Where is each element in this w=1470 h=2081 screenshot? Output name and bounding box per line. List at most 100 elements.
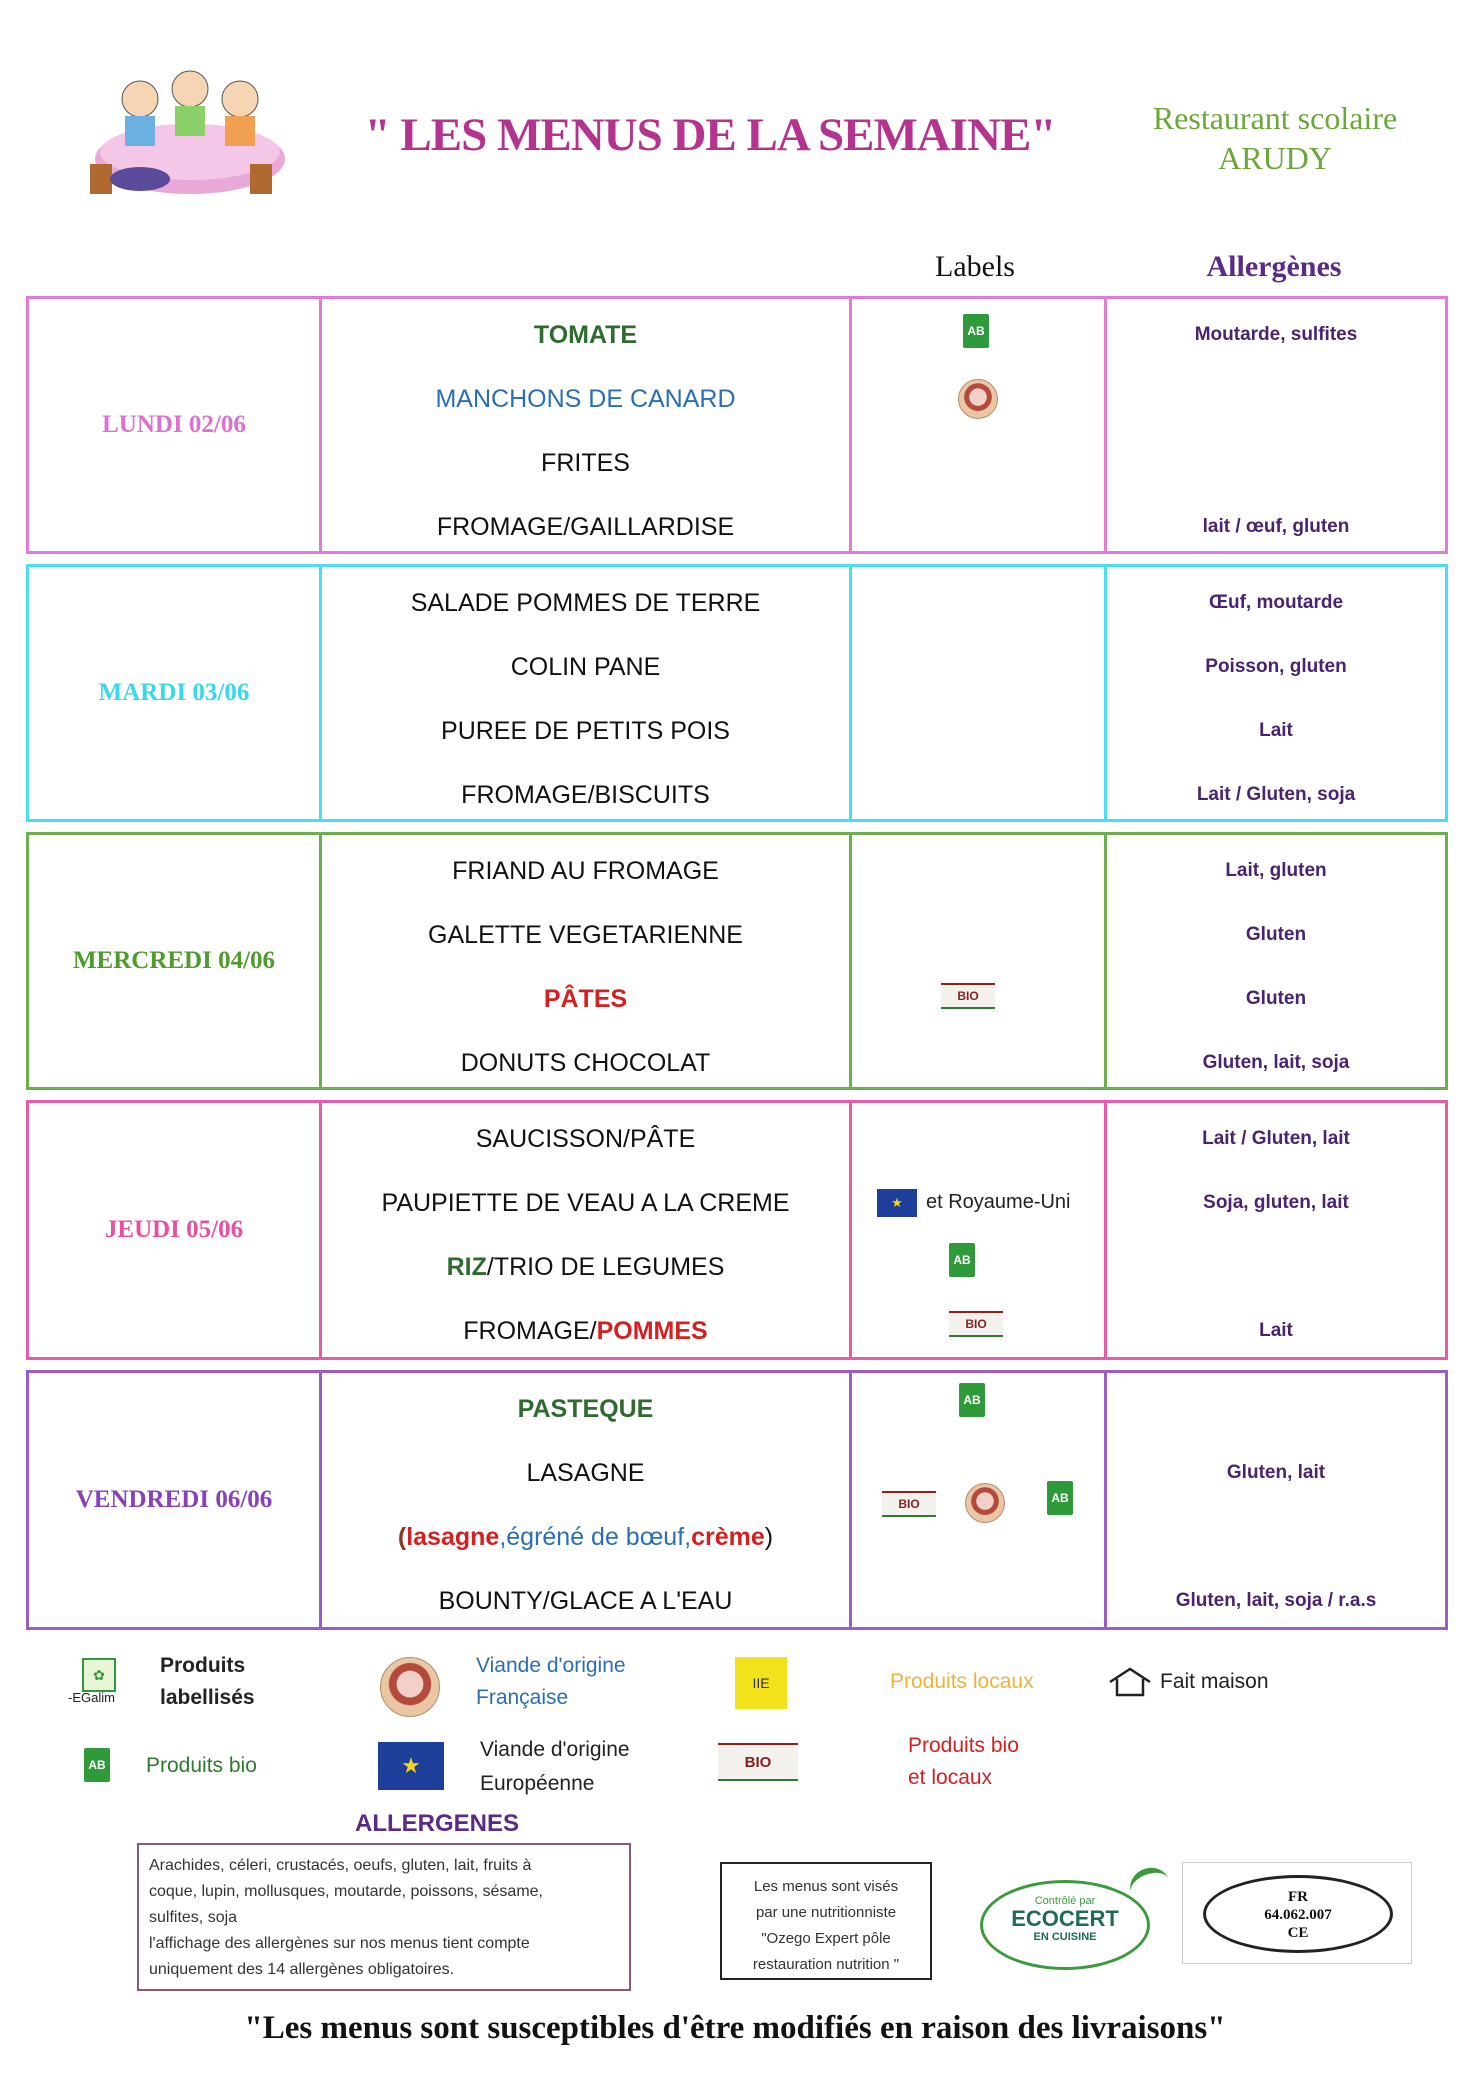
dish-text: FROMAGE/ [463,1316,597,1345]
dish-row: SAUCISSON/PÂTE [322,1117,849,1161]
legend-viande-eu-line-1: Viande d'origine [480,1738,630,1761]
dish-row: COLIN PANE [322,645,849,689]
dish-text: PAUPIETTE DE VEAU A LA CREME [381,1188,790,1217]
day-name: JEUDI 05/06 [104,1216,244,1243]
ab-organic-icon: AB [959,1383,985,1417]
allergen-row: Œuf, moutarde [1208,592,1344,613]
allergen-row [1107,1387,1445,1431]
dish-text: SALADE POMMES DE TERRE [410,588,761,617]
children-eating-illustration [90,70,285,194]
allergen-row: Gluten, lait, soja / r.a.s [1175,1590,1377,1611]
local-products-icon: IIE [735,1657,787,1709]
ab-organic-icon: AB [963,314,989,348]
allergen-row: Lait [1259,720,1293,741]
dish-row: BOUNTY/GLACE A L'EAU [322,1579,849,1623]
allergen-row [1107,377,1445,421]
allergens-info-line-4: l'affichage des allergènes sur nos menus… [149,1935,530,1952]
restaurant-line-2: ARUDY [1218,140,1332,176]
restaurant-line-1: Restaurant scolaire [1152,100,1398,136]
bio-local-icon: BIO [718,1743,798,1781]
dish-text: FROMAGE/BISCUITS [461,780,710,809]
house-icon [1109,1667,1151,1697]
dish-text: PUREE DE PETITS POIS [441,716,730,745]
dish-text: FRIAND AU FROMAGE [452,856,719,885]
legend-viande-fr-line-2: Française [476,1686,569,1709]
allergens-column-header: Allergènes [1206,250,1342,283]
allergen-row: Soja, gluten, lait [1203,1192,1349,1213]
allergen-row: lait / œuf, gluten [1202,516,1350,537]
dishes-cell: SALADE POMMES DE TERRE COLIN PANE PUREE DE… [319,567,849,819]
legend-viande-eu-line-2: Européenne [480,1772,595,1795]
dish-row: FROMAGE/BISCUITS [322,773,849,817]
ecocert-small-text: Contrôlé par [1034,1895,1096,1907]
labels-cell: ★ et Royaume-Uni AB BIO [849,1103,1104,1357]
allergen-row [1107,1245,1445,1289]
stamp-line-3: CE [1287,1925,1309,1941]
allergen-row: Lait [1259,1320,1293,1341]
dish-text: lasagne [406,1522,500,1551]
stamp-oval: FR 64.062.007 CE [1203,1875,1393,1953]
day-name: VENDREDI 06/06 [75,1486,273,1513]
dish-text: PÂTES [543,984,628,1013]
dish-row: GALETTE VEGETARIENNE [322,913,849,957]
dish-text: RIZ [446,1252,487,1281]
legend-viande-fr: Viande d'origine Française [476,1650,626,1714]
allergen-row: Gluten, lait [1226,1462,1326,1483]
dish-text: ,égréné de bœuf, [499,1522,692,1551]
allergen-row: Lait / Gluten, soja [1196,784,1356,805]
allergen-row [1107,441,1445,485]
allergens-info-line-3: sulfites, soja [149,1909,238,1926]
day-name: LUNDI 02/06 [102,411,246,438]
dishes-cell: SAUCISSON/PÂTE PAUPIETTE DE VEAU A LA CRE… [319,1103,849,1357]
labels-cell: AB [849,299,1104,551]
dish-text: SAUCISSON/PÂTE [475,1124,696,1153]
legend-labellises-line-2: labellisés [160,1686,255,1709]
dish-row: PAUPIETTE DE VEAU A LA CREME [322,1181,849,1225]
dish-text: DONUTS CHOCOLAT [460,1048,711,1077]
legend-viande-eu: Viande d'origine Européenne [480,1733,630,1801]
dish-text: FROMAGE/GAILLARDISE [436,512,735,541]
allergen-row: Lait, gluten [1225,860,1327,881]
dish-text: crème [691,1522,765,1551]
dish-row: FRIAND AU FROMAGE [322,849,849,893]
page-title: " LES MENUS DE LA SEMAINE" [364,109,1057,161]
legend-labellises-line-1: Produits [160,1654,246,1677]
french-meat-icon [380,1657,440,1717]
dish-text: COLIN PANE [510,652,661,681]
french-meat-icon [965,1483,1005,1523]
validation-line-4: restauration nutrition " [752,1956,900,1973]
dish-text: PASTEQUE [517,1394,654,1423]
dish-row: MANCHONS DE CANARD [322,377,849,421]
allergens-title: ALLERGENES [355,1810,520,1837]
egalim-label-icon: ✿ [82,1658,116,1692]
dish-text: BOUNTY/GLACE A L'EAU [438,1586,733,1615]
stamp-line-1: FR [1288,1889,1308,1905]
dishes-cell: FRIAND AU FROMAGE GALETTE VEGETARIENNE PÂT… [319,835,849,1087]
dish-row: LASAGNE [322,1451,849,1495]
sanitary-approval-stamp: FR 64.062.007 CE [1182,1862,1412,1964]
allergen-row: Moutarde, sulfites [1194,324,1358,345]
dish-row: SALADE POMMES DE TERRE [322,581,849,625]
validation-line-1: Les menus sont visés [753,1878,899,1895]
dish-row: PASTEQUE [322,1387,849,1431]
allergen-row: Gluten [1245,988,1307,1009]
french-meat-icon [958,379,998,419]
legend-bio-locaux-line-2: et locaux [908,1766,993,1789]
eu-flag-icon: ★ [378,1742,444,1790]
allergens-info-box: Arachides, céleri, crustacés, oeufs, glu… [137,1843,631,1991]
allergens-cell: Moutarde, sulfites lait / œuf, gluten [1104,299,1445,551]
legend-bio: Produits bio [146,1754,257,1777]
legend-locaux: Produits locaux [890,1670,1034,1693]
dish-text: ) [764,1522,774,1551]
ecocert-brand: ECOCERT [1011,1906,1119,1931]
labels-cell: AB BIO AB [849,1373,1104,1627]
origin-note: et Royaume-Uni [926,1191,1071,1213]
allergens-info-line-1: Arachides, céleri, crustacés, oeufs, glu… [149,1857,532,1874]
allergen-row: Lait / Gluten, lait [1202,1128,1350,1149]
